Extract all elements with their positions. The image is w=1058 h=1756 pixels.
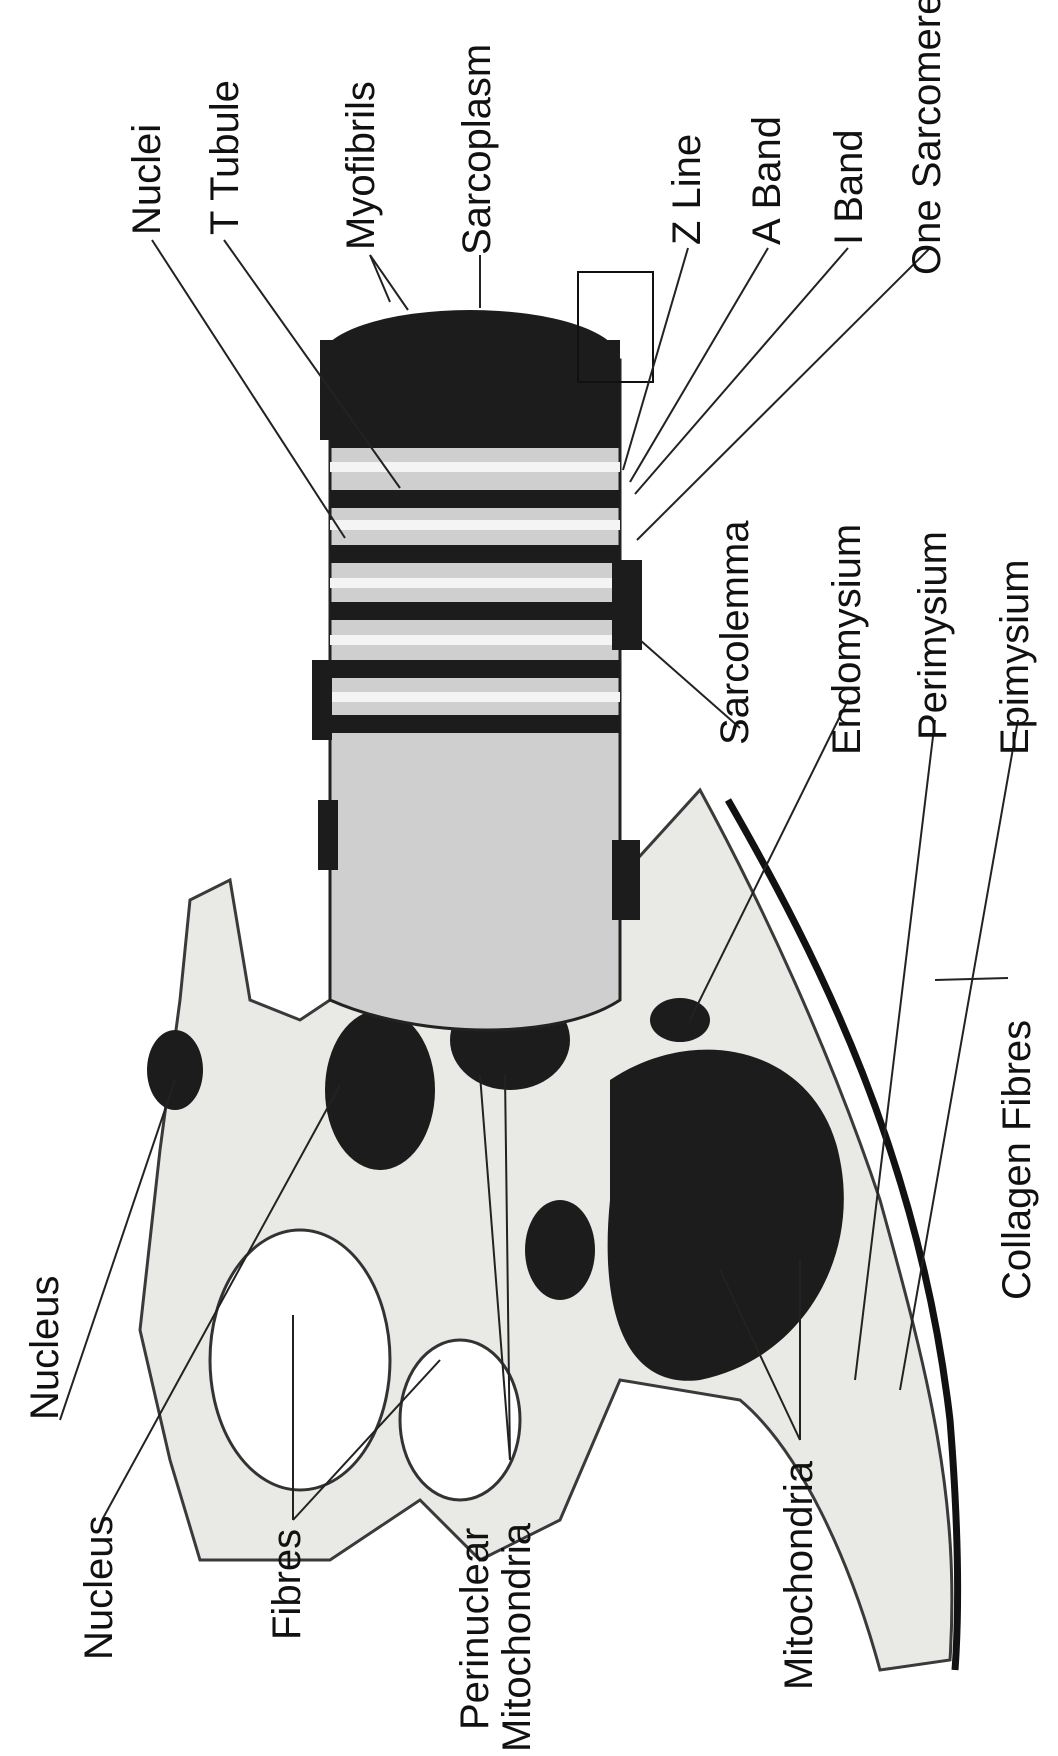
label-nuclei: Nuclei	[125, 124, 169, 235]
fibre-space-left	[210, 1230, 390, 1490]
nucleus-cluster-top	[147, 1030, 203, 1110]
mitochondria-cluster-upper	[325, 1010, 435, 1170]
label-endomysium: Endomysium	[825, 524, 869, 755]
label-nucleus-top: Nucleus	[23, 1275, 67, 1420]
muscle-fibre-cylinder	[312, 272, 653, 1030]
leader-collagen-fibres	[935, 978, 1008, 980]
label-fibres: Fibres	[265, 1529, 309, 1640]
leader-nuclei	[152, 240, 345, 538]
label-sarcoplasm: Sarcoplasm	[455, 44, 499, 255]
leader-z-line	[623, 248, 688, 470]
label-epimysium: Epimysium	[993, 559, 1037, 755]
label-a-band: A Band	[745, 116, 789, 245]
sarcolemma-collar-right	[612, 560, 642, 650]
mitochondria-cluster-small	[525, 1200, 595, 1300]
label-z-line: Z Line	[665, 134, 709, 245]
leader-i-band	[635, 248, 848, 494]
myofibril-bundle-top	[320, 340, 620, 440]
endomysium-cluster	[650, 998, 710, 1042]
label-perinuclear: Perinuclear	[453, 1528, 497, 1730]
label-mitochondria: Mitochondria	[777, 1460, 821, 1690]
label-t-tubule: T Tubule	[203, 80, 247, 235]
endomysium-collar-left	[318, 800, 338, 870]
label-sarcolemma: Sarcolemma	[713, 520, 757, 745]
label-perimysium: Perimysium	[911, 531, 955, 740]
label-nucleus-bottom: Nucleus	[77, 1515, 121, 1660]
label-myofibrils: Myofibrils	[339, 81, 383, 250]
label-one-sarcomere: One Sarcomere	[905, 0, 949, 275]
sarcolemma-collar-left	[312, 660, 332, 740]
label-collagen-fibres: Collagen Fibres	[995, 1020, 1039, 1300]
label-perinuclear-mitochondria: Mitochondria	[495, 1522, 539, 1752]
label-i-band: I Band	[827, 129, 871, 245]
endomysium-collar-right	[612, 840, 640, 920]
